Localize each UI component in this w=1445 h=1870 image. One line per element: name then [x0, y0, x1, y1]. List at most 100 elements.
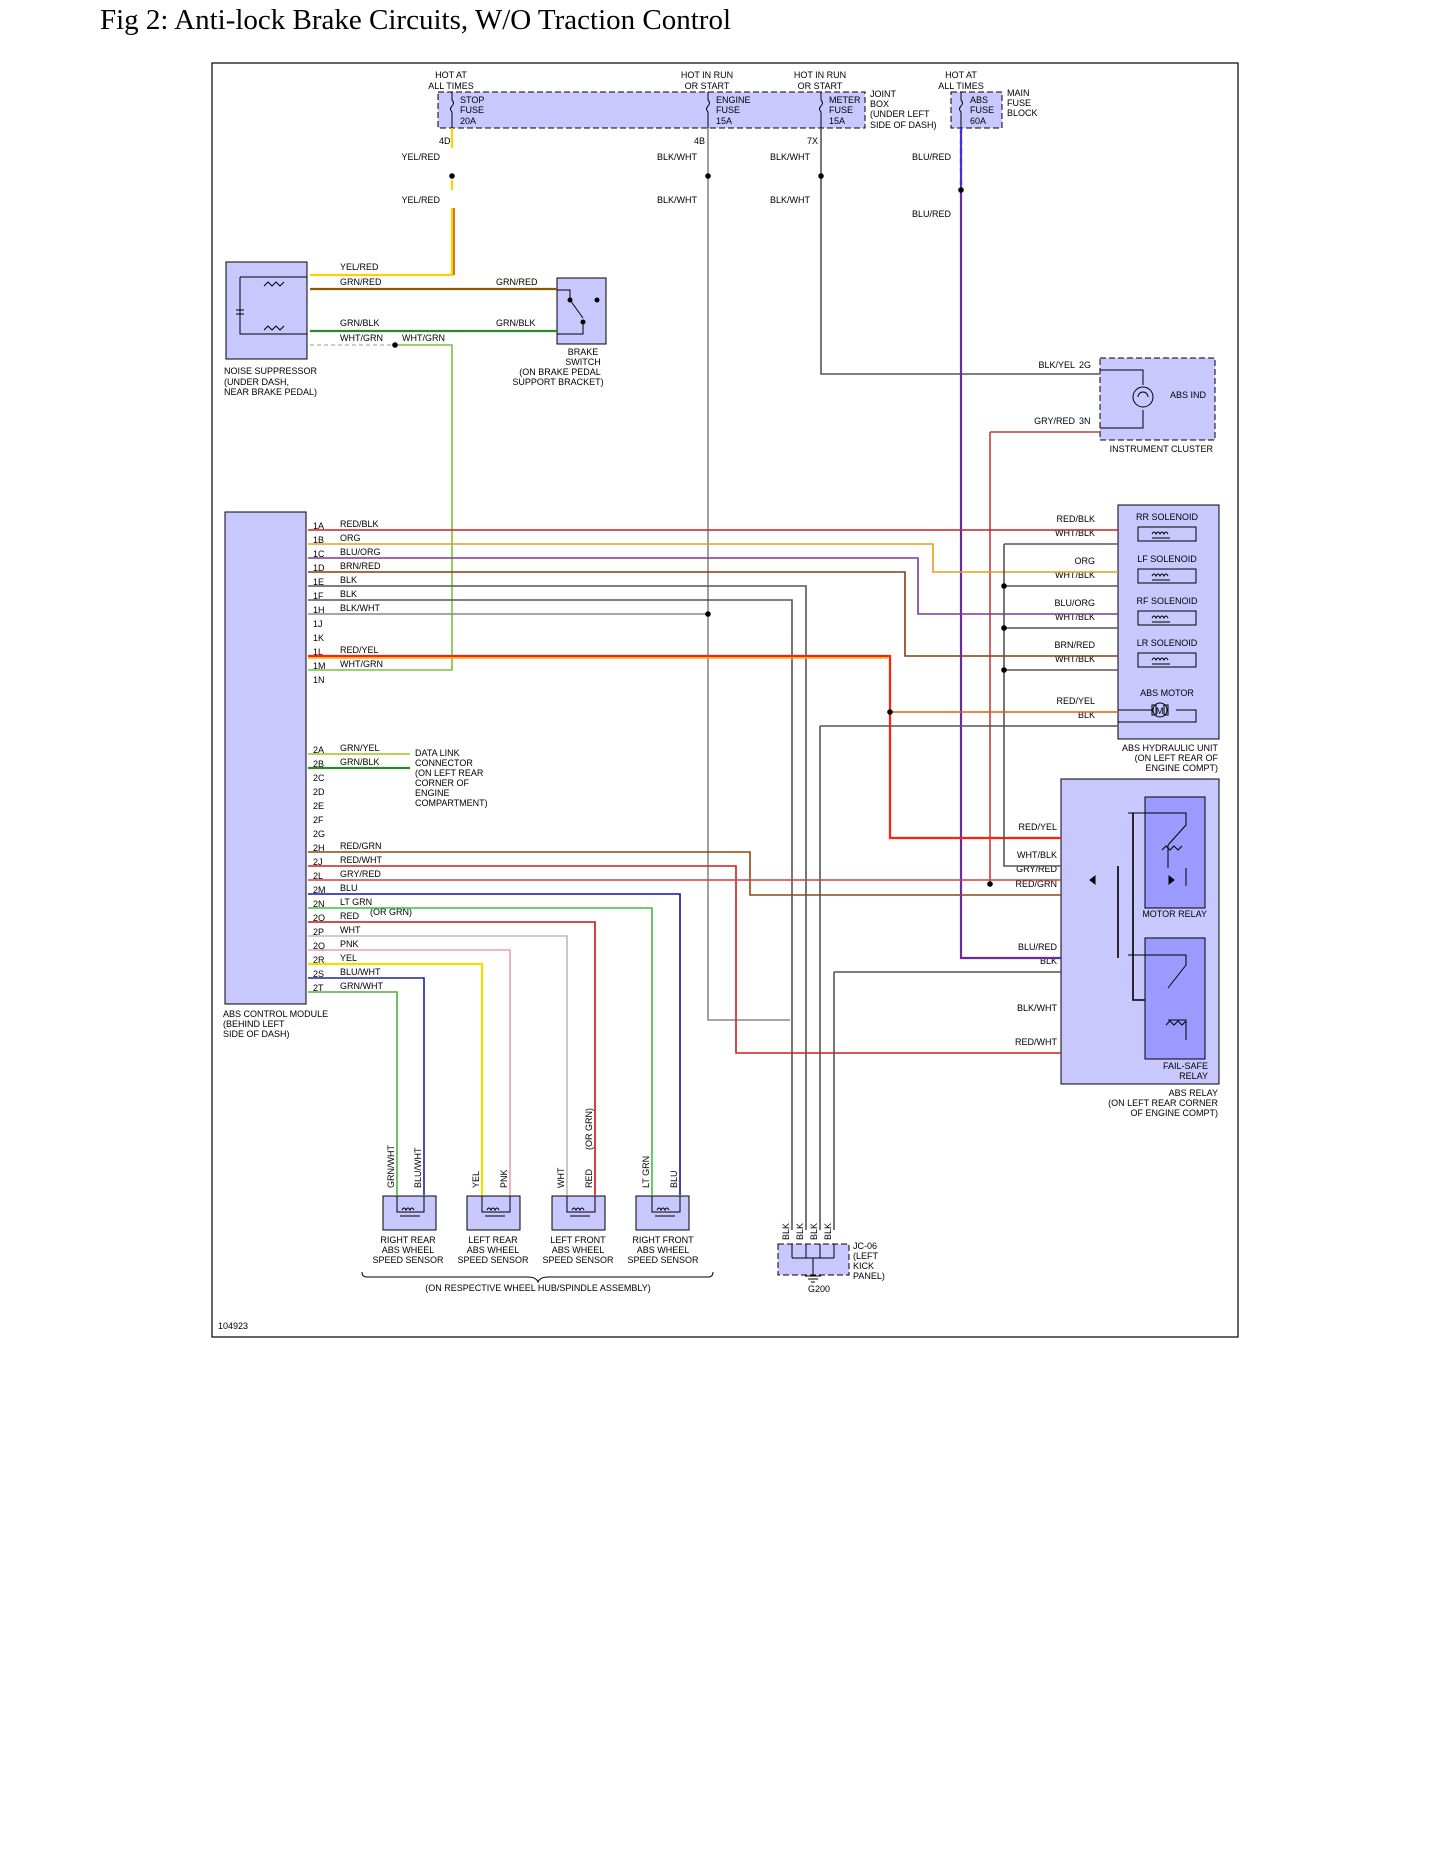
jc06-label-4: PANEL) [853, 1271, 885, 1281]
g200-label: G200 [808, 1284, 830, 1294]
hot-label-4b: ALL TIMES [938, 81, 984, 91]
sensor-wire-6: (OR GRN) [584, 1108, 594, 1150]
joint-box-1: JOINT [870, 89, 897, 99]
main-block-2: FUSE [1007, 98, 1031, 108]
abs-motor-label: ABS MOTOR [1140, 688, 1194, 698]
pin-2b: 2B [313, 759, 324, 769]
pin-2m: 2M [313, 885, 326, 895]
lbl-blkwht-3: BLK/WHT [770, 152, 811, 162]
pin-1f-wire: BLK [340, 589, 357, 599]
pin-1j: 1J [313, 619, 323, 629]
wire-wht-blk-branches [1004, 543, 1118, 671]
rf-sensor-1: RIGHT FRONT [632, 1235, 694, 1245]
stop-fuse-1: STOP [460, 95, 484, 105]
pin-2d: 2D [313, 787, 325, 797]
hot-label-2a: HOT IN RUN [681, 70, 733, 80]
pin-1n: 1N [313, 675, 325, 685]
engine-fuse-1: ENGINE [716, 95, 751, 105]
sensor-wire-1: BLU/WHT [413, 1147, 423, 1188]
pin-2q: 2Q [313, 941, 325, 951]
pin-2j: 2J [313, 857, 323, 867]
hu-wire-0: RED/BLK [1056, 514, 1095, 524]
lbl-yelred-1: YEL/RED [401, 152, 440, 162]
rr-sensor-2: ABS WHEEL [382, 1245, 435, 1255]
solenoid-0-label: RR SOLENOID [1136, 512, 1199, 522]
pin-1c: 1C [313, 549, 325, 559]
page-title: Fig 2: Anti-lock Brake Circuits, W/O Tra… [100, 4, 732, 36]
ground-wire-3: BLK [823, 1223, 833, 1240]
pin-1m: 1M [313, 661, 326, 671]
pin-1e-wire: BLK [340, 575, 357, 585]
joint-box-3: (UNDER LEFT [870, 109, 930, 119]
joint-box [437, 91, 1003, 129]
noise-suppressor-label-3: NEAR BRAKE PEDAL) [224, 387, 317, 397]
solenoid-1-label: LF SOLENOID [1137, 554, 1197, 564]
ground-wire-2: BLK [809, 1223, 819, 1240]
hu-wire-3: WHT/BLK [1055, 570, 1095, 580]
relay-wire-3: RED/GRN [1015, 879, 1057, 889]
hu-wire-8: RED/YEL [1056, 696, 1095, 706]
pin-1a: 1A [313, 521, 324, 531]
lbl-yelred-3: YEL/RED [340, 262, 379, 272]
noise-suppressor-label-2: (UNDER DASH, [224, 377, 289, 387]
abs-relay-label-2: (ON LEFT REAR CORNER [1108, 1098, 1218, 1108]
main-block-3: BLOCK [1007, 108, 1038, 118]
meter-fuse-1: METER [829, 95, 861, 105]
lf-sensor-1: LEFT FRONT [550, 1235, 606, 1245]
wire-1d [308, 571, 1118, 657]
wheel-sensors [382, 1195, 690, 1231]
pin-1e: 1E [313, 577, 324, 587]
wire-engine-fuse [707, 128, 790, 1021]
sensor-wire-4: WHT [556, 1167, 566, 1188]
hu-wire-5: WHT/BLK [1055, 612, 1095, 622]
pin-2a: 2A [313, 745, 324, 755]
hu-wire-2: ORG [1074, 556, 1095, 566]
pin-2f: 2F [313, 815, 324, 825]
wire-relay-blk [833, 971, 1061, 1230]
hydraulic-unit-label-3: ENGINE COMPT) [1145, 763, 1218, 773]
hu-wire-9: BLK [1078, 710, 1095, 720]
abs-control-module [224, 511, 307, 1005]
wire-2r [308, 962, 484, 1195]
hu-wire-6: BRN/RED [1054, 640, 1095, 650]
pin-1b: 1B [313, 535, 324, 545]
rf-sensor-3: SPEED SENSOR [627, 1255, 699, 1265]
pin-2n: 2N [313, 899, 325, 909]
pin-1d-wire: BRN/RED [340, 561, 381, 571]
lbl-blkyel: BLK/YEL [1038, 360, 1075, 370]
abs-module-label-2: (BEHIND LEFT [223, 1019, 285, 1029]
hydraulic-unit-label-1: ABS HYDRAULIC UNIT [1122, 743, 1219, 753]
wire-relay-internal [1117, 813, 1145, 1001]
abs-module-label-3: SIDE OF DASH) [223, 1029, 290, 1039]
relay-wire-7: RED/WHT [1015, 1037, 1057, 1047]
brake-switch-label-3: (ON BRAKE PEDAL [519, 367, 601, 377]
lbl-blkwht-4: BLK/WHT [770, 195, 811, 205]
pin-2c: 2C [313, 773, 325, 783]
engine-fuse-3: 15A [716, 116, 732, 126]
hu-wire-1: WHT/BLK [1055, 528, 1095, 538]
rr-sensor-3: SPEED SENSOR [372, 1255, 444, 1265]
pin-2r: 2R [313, 955, 325, 965]
lbl-grnblk-2: GRN/BLK [496, 318, 536, 328]
dlc-label-6: COMPARTMENT) [415, 798, 488, 808]
pin-2t: 2T [313, 983, 324, 993]
abs-fuse-3: 60A [970, 116, 986, 126]
dlc-label-3: (ON LEFT REAR [415, 768, 484, 778]
brake-switch-label-2: SWITCH [565, 357, 601, 367]
failsafe-label-1: FAIL-SAFE [1163, 1061, 1208, 1071]
meter-fuse-2: FUSE [829, 105, 853, 115]
pin-2g: 2G [1079, 360, 1091, 370]
hu-wire-7: WHT/BLK [1055, 654, 1095, 664]
wire-meter-fuse [820, 128, 1100, 375]
pin-2a-wire: GRN/YEL [340, 743, 380, 753]
relay-wire-2: GRY/RED [1016, 864, 1057, 874]
sensor-note: (ON RESPECTIVE WHEEL HUB/SPINDLE ASSEMBL… [425, 1283, 651, 1293]
dlc-label-4: CORNER OF [415, 778, 470, 788]
wire-1f [308, 599, 793, 1230]
pin-1h-wire: BLK/WHT [340, 603, 381, 613]
pin-1a-wire: RED/BLK [340, 519, 379, 529]
meter-fuse-3: 15A [829, 116, 845, 126]
abs-fuse-2: FUSE [970, 105, 994, 115]
